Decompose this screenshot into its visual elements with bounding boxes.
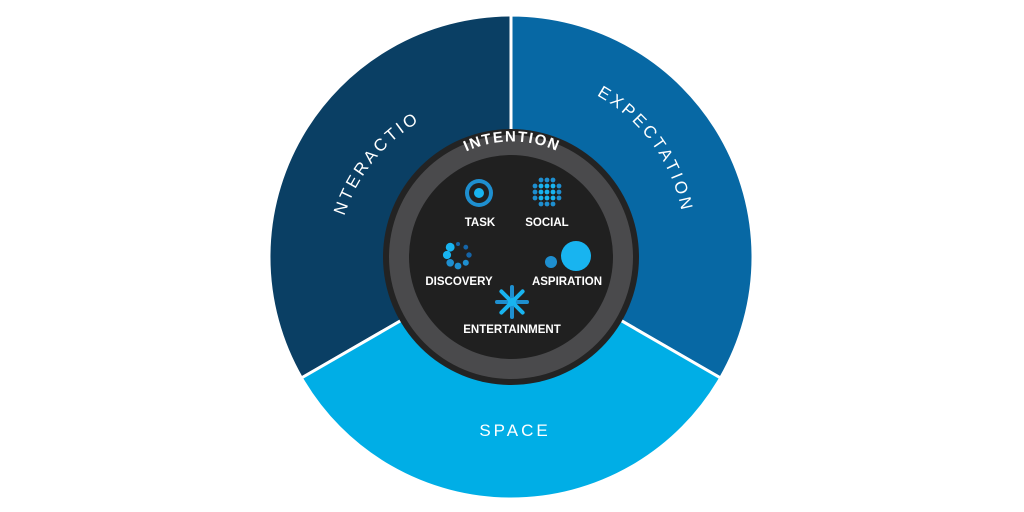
- social-dot: [544, 177, 550, 183]
- discovery-dot: [445, 242, 455, 252]
- social-dot: [550, 201, 556, 207]
- social-dot: [550, 189, 556, 195]
- discovery-dot: [456, 242, 460, 246]
- target-icon: [465, 179, 493, 207]
- social-dot: [538, 195, 544, 201]
- social-dot: [544, 201, 550, 207]
- social-dot: [556, 189, 562, 195]
- social-dot: [538, 183, 544, 189]
- dot-grid-icon: [532, 177, 562, 207]
- starburst-icon: [495, 285, 529, 319]
- social-dot: [550, 177, 556, 183]
- discovery-dot: [462, 259, 469, 266]
- social-dot: [538, 189, 544, 195]
- discovery-label: DISCOVERY: [425, 276, 493, 288]
- social-dot: [556, 195, 562, 201]
- growing-circles-icon: [545, 241, 591, 271]
- entertainment-label: ENTERTAINMENT: [463, 324, 561, 336]
- social-dot: [532, 183, 538, 189]
- discovery-dot: [446, 259, 455, 267]
- dotted-circle-icon: [442, 242, 472, 270]
- social-dot: [550, 183, 556, 189]
- social-dot: [544, 189, 550, 195]
- social-dot: [544, 195, 550, 201]
- social-dot: [544, 183, 550, 189]
- social-dot: [538, 177, 544, 183]
- intention-core: [409, 155, 613, 359]
- social-label: SOCIAL: [525, 217, 568, 229]
- space-label: SPACE: [479, 421, 550, 440]
- task-label: TASK: [465, 217, 496, 229]
- social-dot: [532, 195, 538, 201]
- starburst-center: [508, 298, 516, 306]
- social-dot: [556, 183, 562, 189]
- discovery-dot: [463, 244, 469, 250]
- discovery-dot: [466, 252, 472, 258]
- discovery-dot: [442, 250, 452, 260]
- social-dot: [538, 201, 544, 207]
- discovery-dot: [454, 262, 462, 270]
- aspiration-label: ASPIRATION: [532, 276, 602, 288]
- social-dot: [550, 195, 556, 201]
- social-dot: [532, 189, 538, 195]
